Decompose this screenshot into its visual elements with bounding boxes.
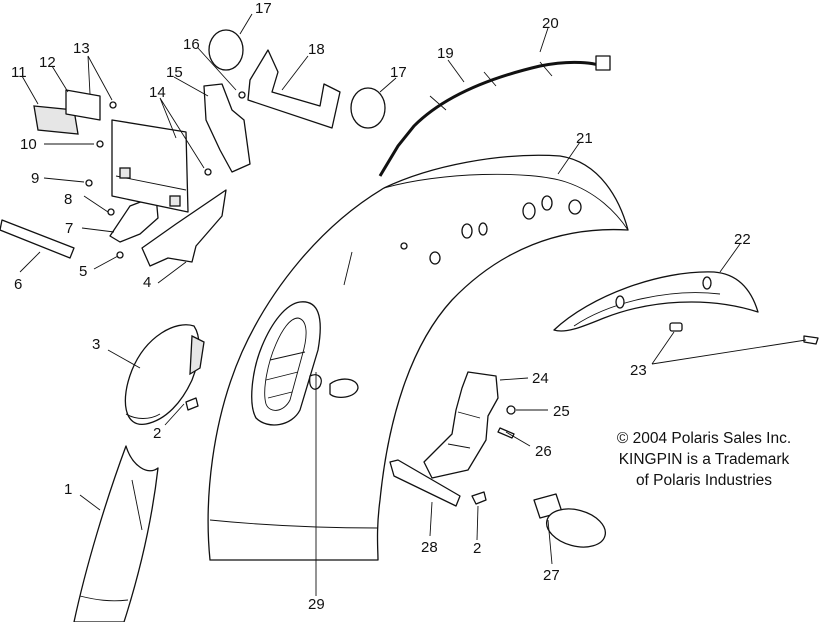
callout-8: 8 xyxy=(64,191,72,208)
wiring-harness xyxy=(378,55,611,177)
screw-8 xyxy=(107,208,115,216)
copyright-notes: © 2004 Polaris Sales Inc. KINGPIN is a T… xyxy=(596,428,812,491)
callout-7: 7 xyxy=(65,220,73,237)
fender-grid-plate xyxy=(251,301,359,426)
nut-10 xyxy=(96,140,104,148)
callout-21: 21 xyxy=(576,130,593,147)
nut-9 xyxy=(85,179,93,187)
front-fender-tip xyxy=(73,445,159,622)
callout-24: 24 xyxy=(532,370,549,387)
callout-28: 28 xyxy=(421,539,438,556)
nut-13 xyxy=(109,101,117,109)
callout-23: 23 xyxy=(630,362,647,379)
callout-29: 29 xyxy=(308,596,325,613)
support-bracket xyxy=(203,83,251,173)
callout-17-lower: 17 xyxy=(390,64,407,81)
callout-16: 16 xyxy=(183,36,200,53)
bolt-upper xyxy=(185,397,199,411)
callout-13: 13 xyxy=(73,40,90,57)
rear-fender xyxy=(207,154,629,561)
callout-15: 15 xyxy=(166,64,183,81)
callout-2-upper: 2 xyxy=(153,425,161,442)
nut-14 xyxy=(204,168,212,176)
washer xyxy=(506,405,516,415)
callout-4: 4 xyxy=(143,274,151,291)
screw-5 xyxy=(116,251,124,259)
copyright-line: © 2004 Polaris Sales Inc. xyxy=(616,430,792,447)
callout-19: 19 xyxy=(437,45,454,62)
trademark-line-2: of Polaris Industries xyxy=(635,472,773,489)
lens-lower xyxy=(350,87,386,129)
reflector-cap xyxy=(533,493,606,548)
fender-strip xyxy=(389,459,461,507)
license-mount-plate xyxy=(111,119,189,213)
callout-numbers: 1 2 2 3 4 5 6 7 8 9 10 11 12 13 14 15 16… xyxy=(11,0,751,613)
license-light-strip xyxy=(0,219,75,259)
rail-screws xyxy=(669,322,819,345)
nut-16 xyxy=(238,91,246,99)
fastener xyxy=(497,427,515,439)
fender-rail xyxy=(553,271,759,332)
callout-27: 27 xyxy=(543,567,560,584)
callout-12: 12 xyxy=(39,54,56,71)
callout-6: 6 xyxy=(14,276,22,293)
callout-10: 10 xyxy=(20,136,37,153)
turn-signal-bracket xyxy=(247,49,341,129)
callout-1: 1 xyxy=(64,481,72,498)
callout-11: 11 xyxy=(11,64,27,81)
callout-14: 14 xyxy=(149,84,166,101)
callout-22: 22 xyxy=(734,231,751,248)
callout-17-upper: 17 xyxy=(255,0,272,17)
callout-3: 3 xyxy=(92,336,100,353)
callout-2-lower: 2 xyxy=(473,540,481,557)
leader-lines xyxy=(19,13,807,596)
callout-26: 26 xyxy=(535,443,552,460)
callout-9: 9 xyxy=(31,170,39,187)
lens-upper xyxy=(208,29,244,71)
bolt-lower xyxy=(471,491,487,505)
callout-18: 18 xyxy=(308,41,325,58)
callout-5: 5 xyxy=(79,263,87,280)
callout-20: 20 xyxy=(542,15,559,32)
license-bracket-lower xyxy=(109,189,227,267)
fender-brace-bracket xyxy=(423,371,499,479)
trademark-line-1: KINGPIN is a Trademark xyxy=(618,451,790,468)
tail-light-housing xyxy=(124,324,205,425)
license-light xyxy=(33,89,101,135)
callout-25: 25 xyxy=(553,403,570,420)
